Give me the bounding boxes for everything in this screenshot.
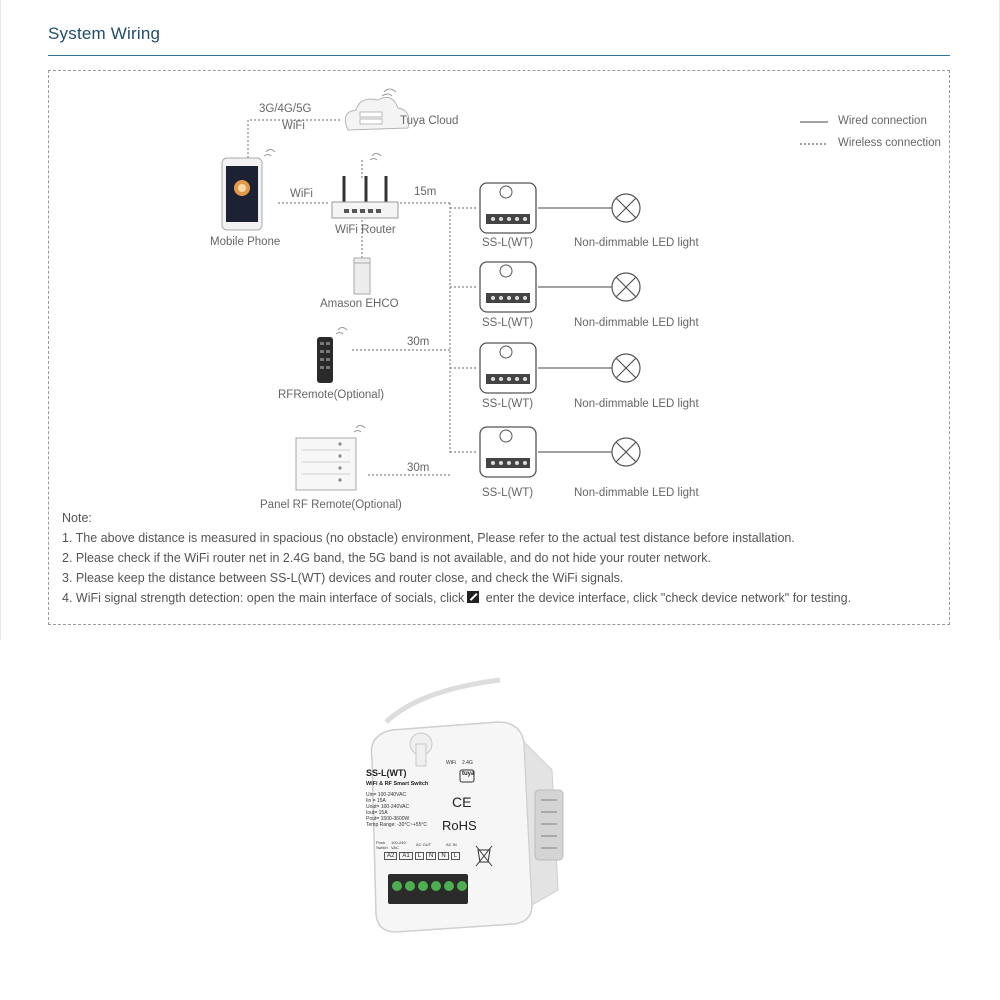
terminal-label: L xyxy=(414,852,425,860)
light-label: Non-dimmable LED light xyxy=(574,487,699,499)
notes-heading: Note: xyxy=(62,511,92,525)
product-specs: Uin= 100-240VAC Iin = 15A Uout= 100-240V… xyxy=(366,792,427,828)
legend-wireless-label: Wireless connection xyxy=(838,137,941,149)
mobile-phone-icon xyxy=(221,157,263,231)
rf-remote-icon xyxy=(317,337,333,383)
phone-label: Mobile Phone xyxy=(210,236,281,248)
edit-icon xyxy=(467,591,480,603)
product-photo xyxy=(370,677,564,933)
spec-line: Iin = 15A xyxy=(366,798,386,804)
note-item: 1. The above distance is measured in spa… xyxy=(62,531,795,545)
product-model: SS-L(WT) xyxy=(366,768,407,778)
push-switch-label: Push Switch xyxy=(376,840,388,850)
note-item-4: 4. WiFi signal strength detection: open … xyxy=(62,588,851,608)
cloud-signal-icon xyxy=(381,88,397,97)
wired-connections xyxy=(538,207,612,453)
terminal-labels: A2 A1 L N N L xyxy=(384,852,461,860)
notes-section: Note: 1. The above distance is measured … xyxy=(62,508,851,608)
note-item-4-before: 4. WiFi signal strength detection: open … xyxy=(62,591,465,605)
push-label: Push xyxy=(376,840,386,845)
panel-signal-icon xyxy=(353,425,366,433)
light-label: Non-dimmable LED light xyxy=(574,317,699,329)
led-light-icon-4 xyxy=(611,437,641,467)
product-brand: tuya xyxy=(462,771,475,777)
vac-label: VAC xyxy=(391,845,399,850)
ac-out-label: AC OUT xyxy=(416,842,432,847)
remote-signal-icon xyxy=(335,327,348,335)
legend-wired-label: Wired connection xyxy=(838,115,927,127)
phone-signal-icon xyxy=(263,149,276,157)
ce-mark: CE xyxy=(452,794,472,810)
device-label: SS-L(WT) xyxy=(482,237,534,249)
page-edge-left xyxy=(0,0,1,640)
panel-remote-label: Panel RF Remote(Optional) xyxy=(260,499,402,511)
ss-l-module-icon-1 xyxy=(479,182,537,234)
led-light-icon-2 xyxy=(611,272,641,302)
terminal-label: A1 xyxy=(399,852,413,860)
ss-l-module-icon-2 xyxy=(479,261,537,313)
wireless-connections xyxy=(247,119,478,476)
note-item: 2. Please check if the WiFi router net i… xyxy=(62,551,711,565)
switch-label: Switch xyxy=(376,845,388,850)
note-item-4-after: enter the device interface, click "check… xyxy=(482,591,852,605)
volt-label: 100-240 xyxy=(391,840,406,845)
led-light-icon-1 xyxy=(611,193,641,223)
terminal-label: N xyxy=(438,852,449,860)
title-divider xyxy=(48,55,950,56)
spec-line: Iout= 15A xyxy=(366,810,388,816)
panel-remote-icon xyxy=(295,437,357,491)
spec-line: Pout= 1500-3600W xyxy=(366,816,410,822)
ss-l-module-icon-4 xyxy=(479,426,537,478)
amazon-echo-icon xyxy=(353,257,371,295)
light-label: Non-dimmable LED light xyxy=(574,398,699,410)
ac-in-label: AC IN xyxy=(446,842,457,847)
product-subtitle: WiFi & RF Smart Switch xyxy=(366,781,429,787)
light-label: Non-dimmable LED light xyxy=(574,237,699,249)
device-label: SS-L(WT) xyxy=(482,317,534,329)
led-light-icon-3 xyxy=(611,353,641,383)
rf-remote-distance: 30m xyxy=(407,336,430,348)
terminal-label: A2 xyxy=(384,852,398,860)
voltage-label: 100-240 VAC xyxy=(391,840,406,850)
cloud-icon xyxy=(344,96,410,131)
router-label: WiFi Router xyxy=(335,224,396,236)
router-signal-icon xyxy=(369,153,382,161)
note-item: 3. Please keep the distance between SS-L… xyxy=(62,571,624,585)
cloud-label: Tuya Cloud xyxy=(400,115,459,127)
wifi-router-icon xyxy=(331,176,399,219)
rohs-mark: RoHS xyxy=(442,818,477,833)
router-distance: 15m xyxy=(414,186,437,198)
terminal-label: L xyxy=(450,852,461,860)
echo-label: Amason EHCO xyxy=(320,298,399,310)
spec-line: Temp Range: -30°C~+55°C xyxy=(366,822,427,828)
product-wifi-label: WiFi xyxy=(446,760,456,766)
spec-line: Uout= 100-240VAC xyxy=(366,804,410,810)
cloud-network-label: 3G/4G/5G xyxy=(259,103,312,115)
product-band-label: 2.4G xyxy=(462,760,473,766)
cloud-wifi-label: WiFi xyxy=(282,120,305,132)
phone-link-label: WiFi xyxy=(290,188,313,200)
panel-remote-distance: 30m xyxy=(407,462,430,474)
diagram-frame xyxy=(48,70,950,625)
rf-remote-label: RFRemote(Optional) xyxy=(278,389,385,401)
terminal-label: N xyxy=(426,852,437,860)
spec-line: Uin= 100-240VAC xyxy=(366,792,407,798)
device-label: SS-L(WT) xyxy=(482,487,534,499)
ss-l-module-icon-3 xyxy=(479,342,537,394)
page-title: System Wiring xyxy=(48,24,161,43)
device-label: SS-L(WT) xyxy=(482,398,534,410)
